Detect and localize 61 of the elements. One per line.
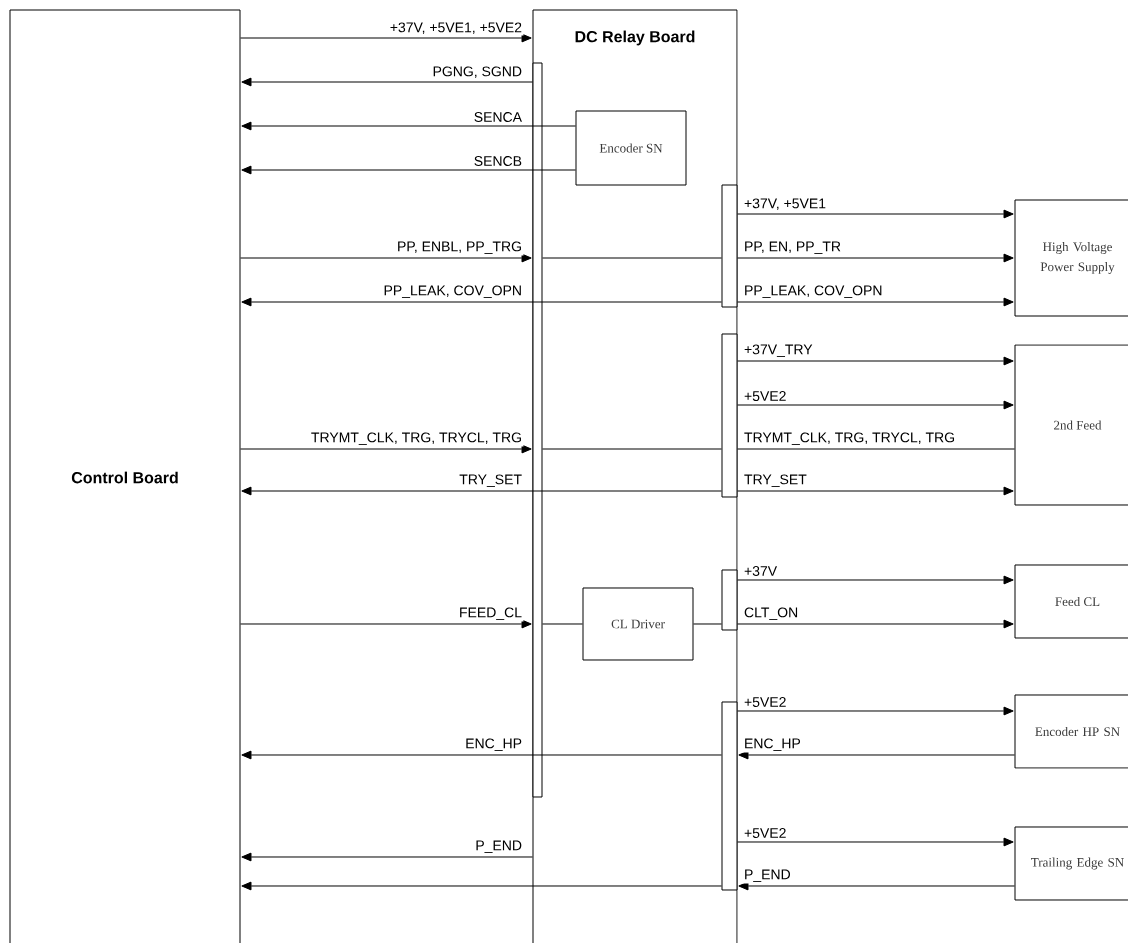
edge-label: +37V, +5VE1, +5VE2 bbox=[388, 20, 524, 36]
edge-label: CLT_ON bbox=[742, 605, 800, 622]
arrow bbox=[240, 253, 532, 263]
arrow bbox=[241, 750, 722, 760]
edge-label: +5VE2 bbox=[742, 695, 788, 709]
arrow bbox=[738, 881, 1015, 891]
arrow bbox=[737, 837, 1014, 847]
arrow bbox=[240, 619, 532, 629]
edge-label: ENC_HP bbox=[463, 736, 524, 753]
edge-label: +37V_TRY bbox=[742, 342, 815, 359]
component-box: Encoder SN bbox=[575, 110, 687, 186]
edge-label: PP, ENBL, PP_TRG bbox=[395, 239, 524, 256]
arrow bbox=[737, 619, 1014, 629]
component-box: Encoder HP SN bbox=[1014, 694, 1128, 769]
arrow bbox=[240, 444, 532, 454]
edge-label: P_END bbox=[742, 868, 793, 884]
arrow bbox=[241, 77, 533, 87]
edge-label: TRY_SET bbox=[457, 472, 524, 489]
arrow bbox=[241, 165, 576, 175]
arrow bbox=[737, 486, 1014, 496]
component-box: Trailing Edge SN bbox=[1014, 826, 1128, 901]
edge-label: +37V, +5VE1 bbox=[742, 196, 828, 212]
edge-label: TRYMT_CLK, TRG, TRYCL, TRG bbox=[742, 430, 957, 447]
edge-label: +5VE2 bbox=[742, 826, 788, 840]
edge-label: PP_LEAK, COV_OPN bbox=[382, 283, 524, 300]
arrow bbox=[241, 852, 533, 862]
arrow bbox=[737, 706, 1014, 716]
arrow bbox=[737, 253, 1014, 263]
edge-label: TRYMT_CLK, TRG, TRYCL, TRG bbox=[309, 430, 524, 447]
edge-label: PGNG, SGND bbox=[431, 64, 524, 80]
edge-label: +37V bbox=[742, 564, 779, 578]
arrow bbox=[737, 575, 1014, 585]
edge-label: SENCB bbox=[472, 154, 524, 168]
component-box: CL Driver bbox=[582, 587, 694, 661]
edge-label: FEED_CL bbox=[457, 605, 524, 622]
component-box: Feed CL bbox=[1014, 564, 1128, 639]
edge-label: TRY_SET bbox=[742, 472, 809, 489]
component-box: High Voltage Power Supply bbox=[1014, 199, 1128, 317]
edge-label: ENC_HP bbox=[742, 736, 803, 753]
arrow bbox=[737, 400, 1014, 410]
connector-bar bbox=[721, 333, 738, 498]
arrow bbox=[737, 209, 1014, 219]
arrow bbox=[240, 33, 532, 43]
arrow bbox=[241, 297, 722, 307]
board-box: Control Board bbox=[9, 9, 241, 943]
connector-bar bbox=[721, 569, 738, 631]
connector-bar bbox=[721, 184, 738, 308]
arrow bbox=[737, 297, 1014, 307]
arrow bbox=[737, 356, 1014, 366]
edge-label: P_END bbox=[473, 839, 524, 855]
arrow bbox=[738, 750, 1015, 760]
edge-label: PP_LEAK, COV_OPN bbox=[742, 283, 884, 300]
edge-label: PP, EN, PP_TR bbox=[742, 240, 843, 256]
arrow bbox=[241, 121, 576, 131]
connector-bar bbox=[721, 701, 738, 891]
edge-label: +5VE2 bbox=[742, 389, 788, 403]
arrow bbox=[241, 486, 722, 496]
edge-label: SENCA bbox=[472, 110, 524, 124]
connector-bar bbox=[532, 62, 543, 798]
arrow bbox=[241, 881, 722, 891]
component-box: 2nd Feed bbox=[1014, 344, 1128, 506]
